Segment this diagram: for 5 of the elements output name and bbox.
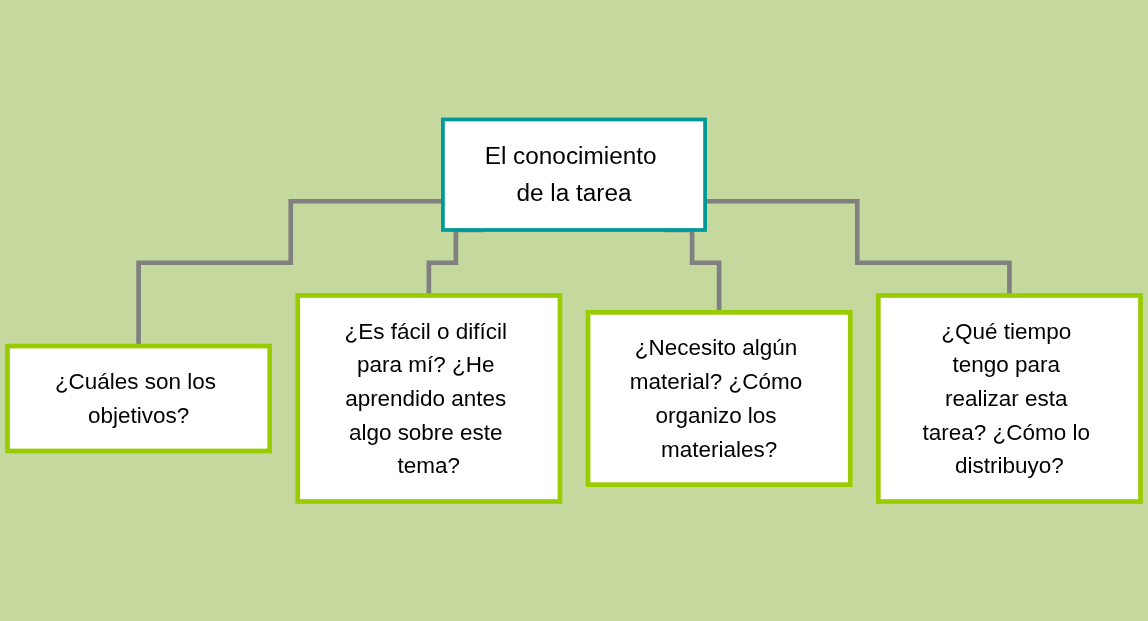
node-box: ¿Qué tiempo tengo para realizar esta tarea? ¿Cómo lo distribuyo? [876, 293, 1143, 504]
node-box: ¿Necesito algún material? ¿Cómo organizo los materiales? [585, 310, 853, 487]
node-box: ¿Cuáles son los objetivos? [5, 343, 272, 454]
node-box: El conocimiento de la tarea [441, 117, 707, 232]
node-box: ¿Es fácil o difícil para mí? ¿He aprendido antes algo sobre este tema? [295, 293, 563, 504]
